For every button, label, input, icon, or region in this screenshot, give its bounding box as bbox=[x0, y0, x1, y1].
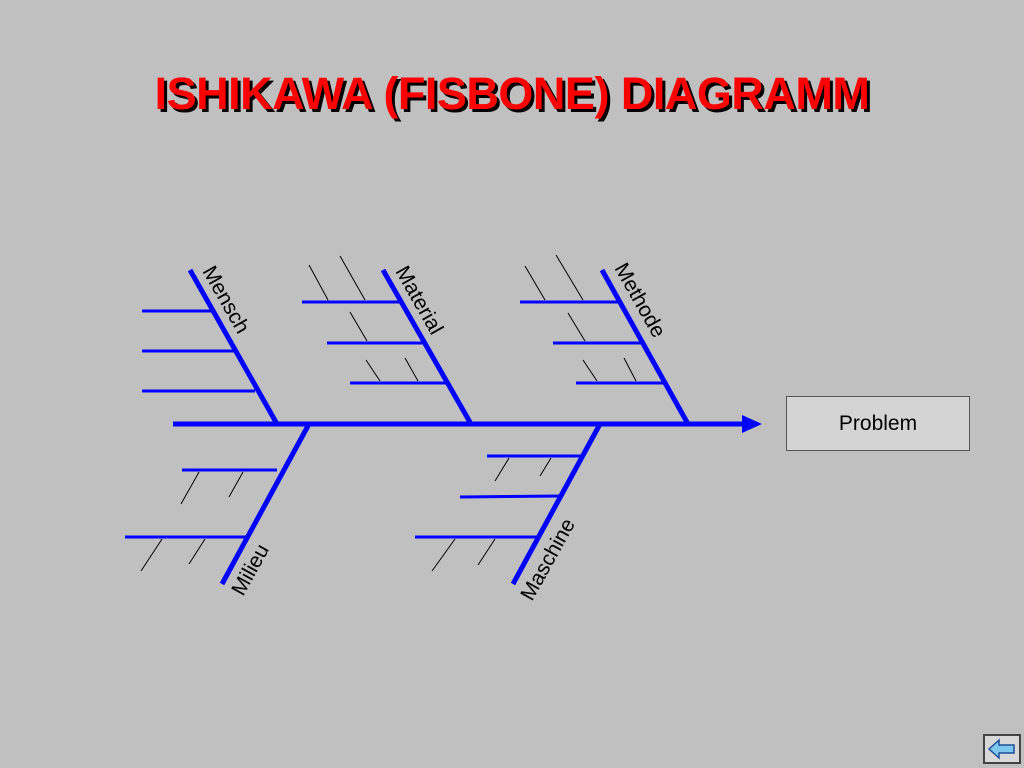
sub-bone bbox=[459, 494, 561, 499]
slide-title: ISHIKAWA (FISBONE) DIAGRAMM bbox=[154, 68, 870, 119]
back-arrow-icon bbox=[987, 738, 1015, 760]
tick-marks bbox=[431, 457, 552, 572]
spine-arrowhead bbox=[742, 415, 762, 433]
bone-methode bbox=[520, 254, 691, 426]
bone-maschine bbox=[415, 422, 603, 586]
back-nav-button[interactable] bbox=[983, 734, 1021, 764]
main-bone-maschine bbox=[510, 422, 603, 586]
tick-marks bbox=[308, 255, 419, 382]
bone-milieu bbox=[125, 422, 312, 586]
main-bone-milieu bbox=[219, 422, 312, 586]
category-label-milieu: Milieu bbox=[227, 540, 274, 599]
tick-marks bbox=[524, 254, 637, 382]
bone-material bbox=[302, 255, 474, 426]
problem-box: Problem bbox=[786, 396, 970, 451]
main-bone-material bbox=[380, 268, 474, 426]
tick-marks bbox=[140, 471, 244, 572]
main-bone-methode bbox=[599, 268, 691, 426]
bone-mensch bbox=[142, 268, 280, 426]
main-bone-mensch bbox=[187, 268, 280, 426]
